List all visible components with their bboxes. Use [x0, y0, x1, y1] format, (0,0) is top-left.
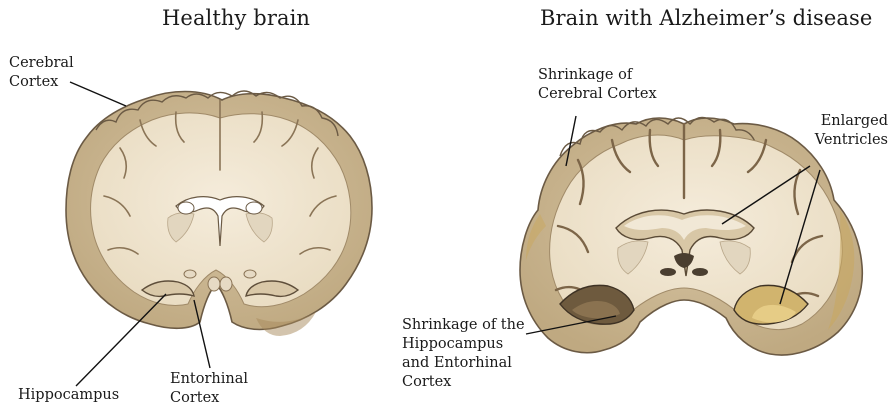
enlarged-ventricles-label: Enlarged Ventricles [796, 112, 888, 150]
healthy-brain [66, 91, 372, 336]
hippocampus-label: Hippocampus [18, 386, 119, 405]
entorhinal-cortex-label: Entorhinal Cortex [170, 370, 248, 408]
alzheimers-brain [520, 117, 862, 355]
cerebral-cortex-label: Cerebral Cortex [9, 54, 74, 92]
shrinkage-hippocampus-label: Shrinkage of the Hippocampus and Entorhi… [402, 316, 525, 392]
cerebral-cortex-pointer [70, 82, 126, 106]
shrinkage-cortex-label: Shrinkage of Cerebral Cortex [538, 66, 657, 104]
